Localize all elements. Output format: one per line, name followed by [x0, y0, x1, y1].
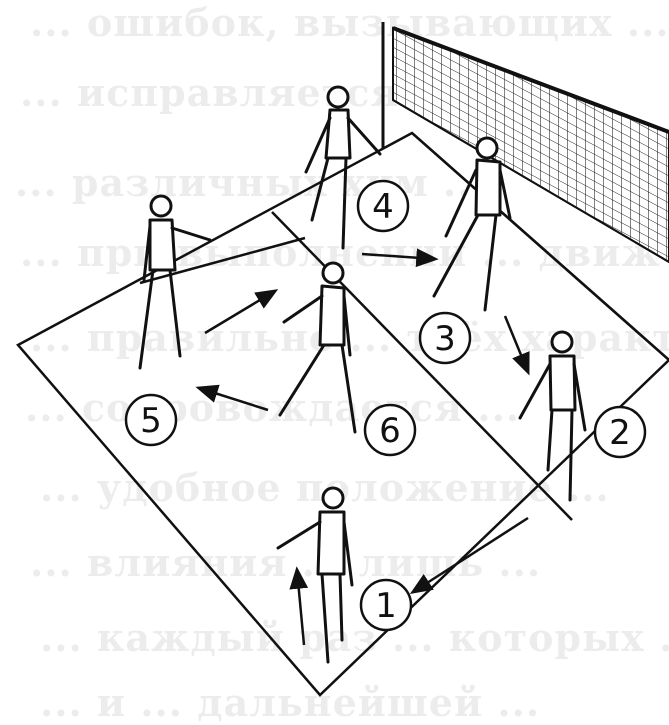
arrow-6-to-5: [199, 388, 268, 410]
position-label: 2: [609, 413, 631, 453]
arrow-3-to-2: [505, 316, 528, 372]
rotation-arrows: [199, 254, 528, 645]
volleyball-net: [383, 22, 669, 262]
position-label: 4: [372, 187, 394, 227]
player-1: [278, 488, 352, 662]
player-2: [520, 332, 585, 500]
position-label: 3: [434, 319, 456, 359]
position-marker-6: 6: [365, 405, 415, 455]
player-6: [280, 263, 355, 432]
arrow-1-to-2: [297, 570, 304, 645]
position-marker-4: 4: [358, 181, 408, 231]
arrow-4-to-3: [362, 254, 435, 259]
player-5: [140, 196, 210, 368]
position-label: 5: [140, 401, 162, 441]
position-marker-1: 1: [361, 580, 411, 630]
arrow-2-to-1: [413, 518, 528, 592]
net-mesh: [393, 28, 669, 262]
position-label: 1: [375, 586, 397, 626]
position-marker-3: 3: [420, 313, 470, 363]
position-marker-2: 2: [595, 407, 645, 457]
position-label: 6: [379, 411, 401, 451]
position-marker-5: 5: [126, 395, 176, 445]
arrow-5-to-4: [205, 291, 275, 333]
